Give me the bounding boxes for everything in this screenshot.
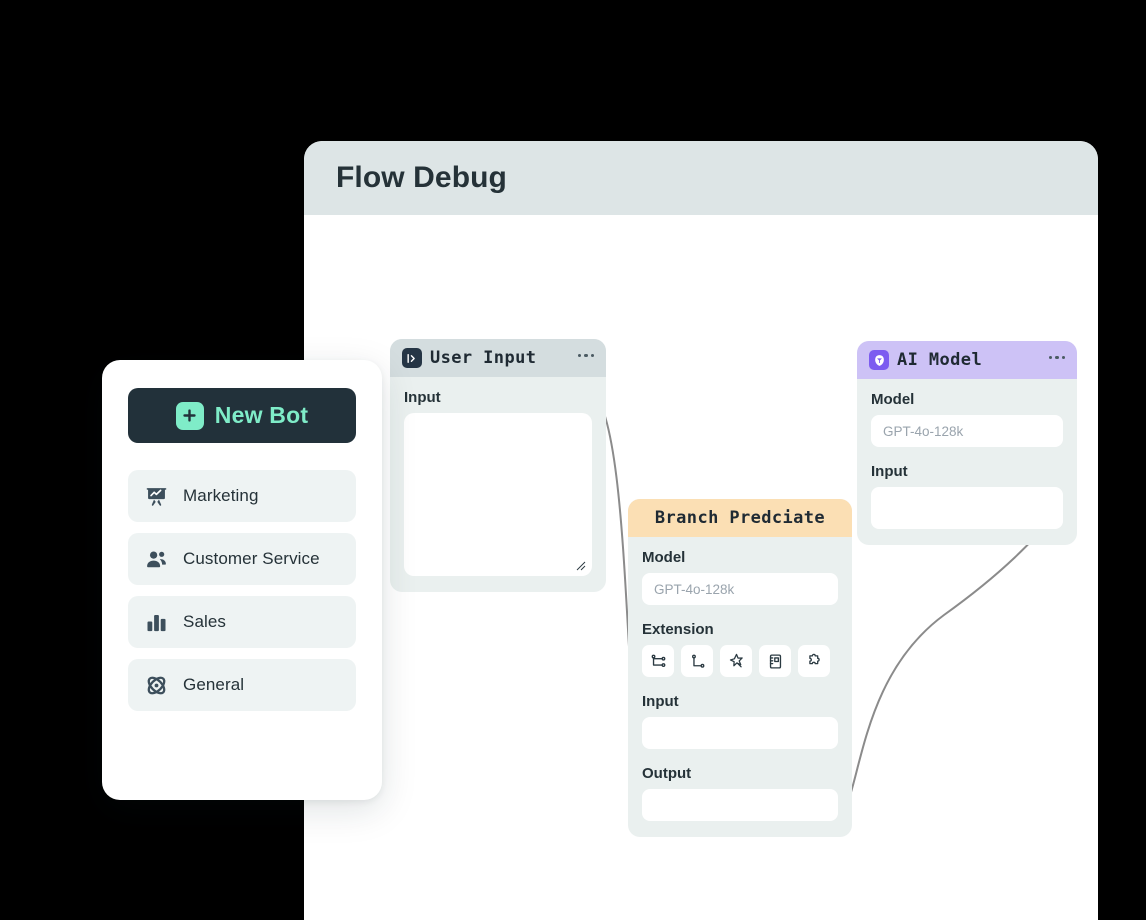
spacer bbox=[642, 605, 838, 621]
ai-robot-icon bbox=[869, 350, 889, 370]
input-arrow-icon bbox=[402, 348, 422, 368]
ai-input-field[interactable] bbox=[871, 487, 1063, 529]
node-title: AI Model bbox=[897, 350, 983, 370]
resize-grip-icon[interactable] bbox=[574, 559, 586, 571]
node-path-icon[interactable] bbox=[681, 645, 713, 677]
sidebar-item-label: General bbox=[183, 675, 245, 694]
node-title: Branch Predciate bbox=[654, 508, 826, 528]
extension-icon-row bbox=[642, 645, 838, 677]
plus-icon bbox=[175, 401, 204, 430]
panel-header: Flow Debug bbox=[304, 141, 1098, 215]
node-user-input[interactable]: User Input Input bbox=[390, 339, 606, 592]
sidebar-item-label: Marketing bbox=[183, 486, 259, 505]
input-textarea[interactable] bbox=[404, 413, 592, 576]
node-ai-model[interactable]: AI Model Model GPT-4o-128k Input bbox=[857, 341, 1077, 545]
node-title: User Input bbox=[430, 348, 537, 368]
presentation-chart-icon bbox=[145, 485, 168, 508]
node-header[interactable]: Branch Predciate bbox=[628, 499, 852, 537]
spacer bbox=[642, 677, 838, 693]
field-label-model: Model bbox=[642, 549, 686, 566]
sidebar-item-label: Customer Service bbox=[183, 549, 320, 568]
node-header[interactable]: AI Model bbox=[857, 341, 1077, 379]
more-options-icon[interactable] bbox=[577, 353, 594, 363]
sidebar-item-sales[interactable]: Sales bbox=[128, 596, 356, 648]
wire-branch-to-ai-model bbox=[829, 507, 1062, 831]
bot-sidebar: New Bot Marketing bbox=[102, 360, 382, 800]
sidebar-item-marketing[interactable]: Marketing bbox=[128, 470, 356, 522]
node-body: Model GPT-4o-128k Input bbox=[857, 379, 1077, 545]
new-bot-button[interactable]: New Bot bbox=[128, 388, 356, 443]
new-bot-label: New Bot bbox=[214, 402, 309, 428]
node-body: Input bbox=[390, 377, 606, 592]
users-icon bbox=[145, 548, 168, 571]
magic-wand-icon[interactable] bbox=[720, 645, 752, 677]
model-input[interactable]: GPT-4o-128k bbox=[642, 573, 838, 605]
branch-input-field[interactable] bbox=[642, 717, 838, 749]
sidebar-item-general[interactable]: General bbox=[128, 659, 356, 711]
flow-debug-panel: Flow Debug bbox=[304, 141, 1098, 920]
node-branch-predicate[interactable]: Branch Predciate Model GPT-4o-128k Exten… bbox=[628, 499, 852, 837]
field-label-model: Model bbox=[871, 391, 915, 408]
field-label-input: Input bbox=[642, 693, 679, 710]
sidebar-item-customer-service[interactable]: Customer Service bbox=[128, 533, 356, 585]
notebook-icon[interactable] bbox=[759, 645, 791, 677]
field-label-extension: Extension bbox=[642, 621, 714, 638]
sidebar-item-label: Sales bbox=[183, 612, 227, 631]
field-label-input: Input bbox=[404, 389, 441, 406]
model-input[interactable]: GPT-4o-128k bbox=[871, 415, 1063, 447]
flow-canvas[interactable]: User Input Input Branch Predciate bbox=[304, 215, 1098, 920]
node-body: Model GPT-4o-128k Extension bbox=[628, 537, 852, 837]
field-label-output: Output bbox=[642, 765, 692, 782]
bar-chart-icon bbox=[145, 611, 168, 634]
puzzle-piece-icon[interactable] bbox=[798, 645, 830, 677]
spacer bbox=[871, 447, 1063, 463]
field-label-input: Input bbox=[871, 463, 908, 480]
atom-icon bbox=[145, 674, 168, 697]
branch-output-field[interactable] bbox=[642, 789, 838, 821]
node-header[interactable]: User Input bbox=[390, 339, 606, 377]
page-title: Flow Debug bbox=[336, 161, 507, 194]
more-options-icon[interactable] bbox=[1048, 355, 1065, 365]
workflow-branch-icon[interactable] bbox=[642, 645, 674, 677]
spacer bbox=[642, 749, 838, 765]
